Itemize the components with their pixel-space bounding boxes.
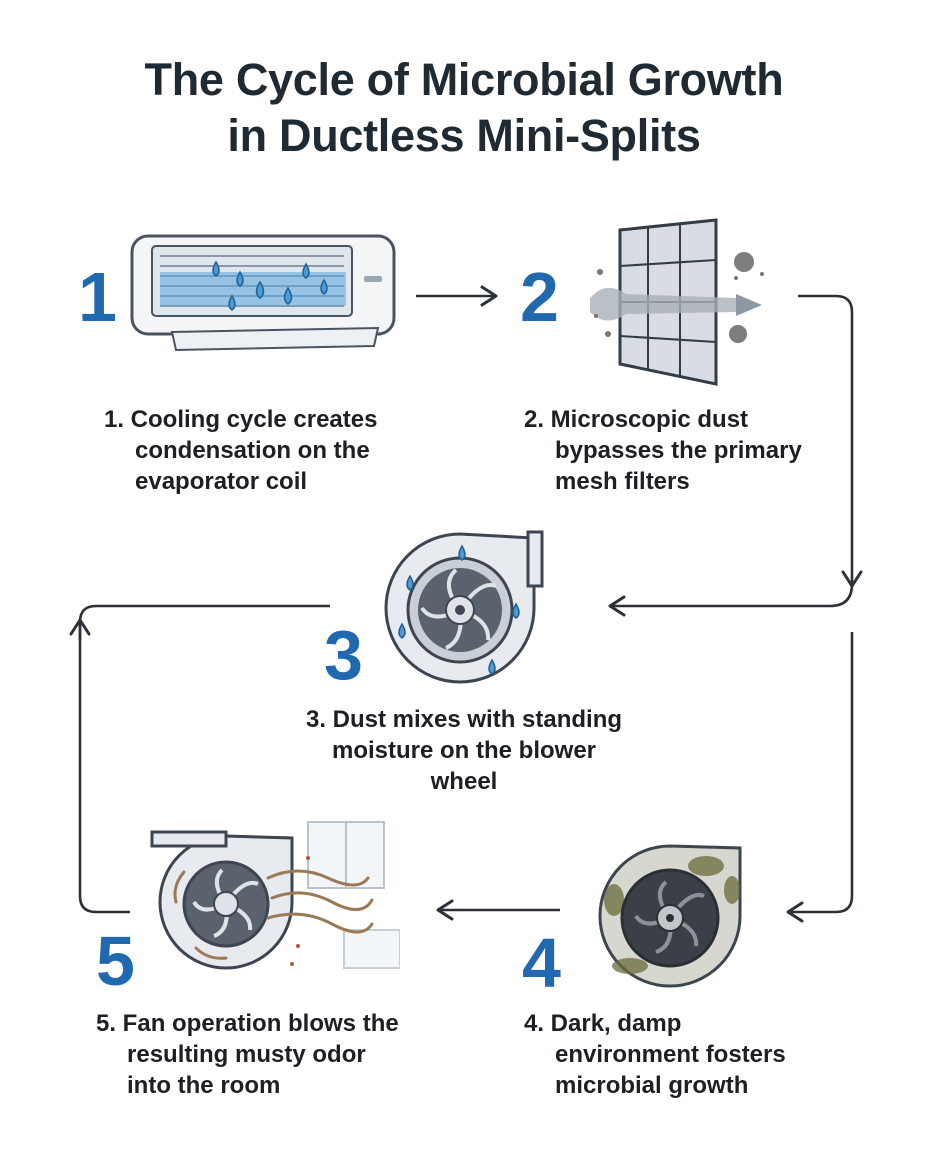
step-5-caption: 5. Fan operation blows the resulting mus… <box>96 1010 399 1099</box>
step-1-number: 1 <box>78 258 117 336</box>
step-1-caption: 1. Cooling cycle creates condensation on… <box>104 406 378 495</box>
arrow-step5-to-step3 <box>69 618 130 914</box>
arrow-to-step3 <box>608 583 854 617</box>
step-2-number: 2 <box>520 258 559 336</box>
mini-split-unit-icon <box>130 234 396 352</box>
step-4-caption: 4. Dark, damp environment fosters microb… <box>524 1010 786 1099</box>
step-2-caption: 2. Microscopic dust bypasses the primary… <box>524 406 802 495</box>
odor-blower-room-icon <box>150 821 400 970</box>
step-3-number: 3 <box>324 616 363 694</box>
moldy-blower-wheel-icon <box>598 844 742 988</box>
title-line-1: The Cycle of Microbial Growth <box>144 54 784 105</box>
mesh-filter-icon <box>590 218 764 386</box>
step-5-number: 5 <box>96 922 135 1000</box>
wet-blower-wheel-icon <box>384 530 544 684</box>
arrow-to-step4 <box>786 632 854 923</box>
arrow-left-top <box>78 604 330 640</box>
page-title: The Cycle of Microbial Growth in Ductles… <box>0 52 928 164</box>
arrow-step2-down <box>798 294 863 588</box>
step-3-caption: 3. Dust mixes with standing moisture on … <box>305 706 623 795</box>
step-4-number: 4 <box>522 924 561 1002</box>
title-line-2: in Ductless Mini-Splits <box>227 110 701 161</box>
